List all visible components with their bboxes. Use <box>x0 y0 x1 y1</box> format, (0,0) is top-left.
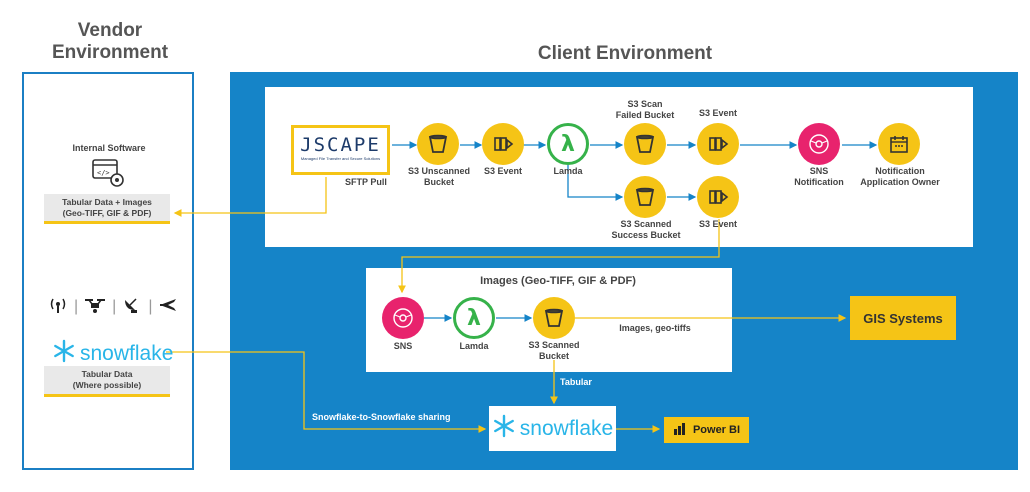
antenna-icon <box>48 296 68 319</box>
tabular-images-box: Tabular Data + Images (Geo-TIFF, GIF & P… <box>44 194 170 224</box>
scanned-success-line2: Success Bucket <box>611 230 681 240</box>
gis-systems-box: GIS Systems <box>850 296 956 340</box>
vendor-source-icons: | | | <box>48 296 177 319</box>
sftp-pull-label: SFTP Pull <box>345 177 387 187</box>
lamda-mid-label: Lamda <box>459 341 489 351</box>
lamda-icon: λ <box>547 123 589 165</box>
s3-scanned-line2: Bucket <box>538 351 569 361</box>
jscape-text: JSCAPE <box>300 134 381 156</box>
client-title-text: Client Environment <box>537 43 713 64</box>
software-icon: </> <box>91 158 125 188</box>
gis-systems-label: GIS Systems <box>863 310 943 326</box>
images-panel-title: Images (Geo-TIFF, GIF & PDF) <box>480 275 636 287</box>
client-snowflake-text: snowflake <box>519 416 614 440</box>
client-snowflake-logo: snowflake <box>492 414 613 444</box>
arrow-jscape-vendor <box>173 177 327 217</box>
scan-failed-line1: S3 Scan <box>627 99 663 109</box>
svg-text:</>: </> <box>97 169 110 177</box>
sns-mid-icon <box>382 297 424 339</box>
s3-failed-bucket-icon <box>624 123 666 165</box>
scan-failed-label: S3 Scan Failed Bucket <box>606 99 684 121</box>
client-snowflake-icon <box>492 414 516 444</box>
scanned-success-line1: S3 Scanned <box>620 219 672 229</box>
vendor-environment <box>22 72 194 470</box>
power-bi-label: Power BI <box>692 424 741 436</box>
sns-notification-icon <box>798 123 840 165</box>
s3-event-icon <box>482 123 524 165</box>
arrow-lamda-success <box>567 165 624 201</box>
s3-unscanned-label: S3 Unscanned Bucket <box>400 166 478 188</box>
jscape-logo: JSCAPE Managed File Transfer and Secure … <box>291 125 390 175</box>
s3-event-bottom-label: S3 Event <box>698 219 738 229</box>
satellite-dish-icon <box>122 296 142 319</box>
s3-scanned-line1: S3 Scanned <box>528 340 580 350</box>
arrow-vendor-snowflake <box>166 351 487 433</box>
s3-unscanned-line1: S3 Unscanned <box>407 166 471 176</box>
s3-event-bottom-icon <box>697 176 739 218</box>
lambda-symbol: λ <box>561 131 575 157</box>
s3-event-top-icon <box>697 123 739 165</box>
lamda-mid-icon: λ <box>453 297 495 339</box>
scanned-success-label: S3 Scanned Success Bucket <box>600 219 692 241</box>
sharing-label: Snowflake-to-Snowflake sharing <box>312 412 451 422</box>
vendor-title-text: Vendor Environment <box>51 20 169 63</box>
internal-software-label: Internal Software <box>72 143 146 153</box>
notification-calendar-icon <box>878 123 920 165</box>
s3-unscanned-bucket-icon <box>417 123 459 165</box>
s3-scanned-label: S3 Scanned Bucket <box>515 340 593 362</box>
sns-line1: SNS <box>809 166 829 176</box>
arrow-event-sns-mid <box>398 219 720 294</box>
geo-tiffs-label: Images, geo-tiffs <box>619 323 691 333</box>
s3-event-label: S3 Event <box>483 166 523 176</box>
notif-line2: Application Owner <box>860 177 940 187</box>
notification-owner-label: Notification Application Owner <box>852 166 948 188</box>
tabular-where-possible-box: Tabular Data (Where possible) <box>44 366 170 397</box>
scan-failed-line2: Failed Bucket <box>615 110 675 120</box>
drone-icon <box>84 296 106 319</box>
tabular-images-line2: (Geo-TIFF, GIF & PDF) <box>62 207 152 218</box>
s3-success-bucket-icon <box>624 176 666 218</box>
client-title: Client Environment <box>505 43 745 65</box>
power-bi-box: Power BI <box>664 417 749 443</box>
vendor-snowflake-text: snowflake <box>80 342 174 365</box>
tabular-images-line1: Tabular Data + Images <box>62 196 152 207</box>
notif-line1: Notification <box>875 166 925 176</box>
tabular-line1: Tabular Data <box>81 369 133 379</box>
s3-scanned-bucket-icon <box>533 297 575 339</box>
lamda-label: Lamda <box>553 166 583 176</box>
power-bi-icon <box>673 422 687 439</box>
sns-line2: Notification <box>794 177 844 187</box>
tabular-label: Tabular <box>560 377 592 387</box>
sns-mid-label: SNS <box>393 341 413 351</box>
client-snowflake-box: snowflake <box>489 406 616 451</box>
s3-event-top-label: S3 Event <box>698 108 738 118</box>
s3-unscanned-line2: Bucket <box>423 177 454 187</box>
vendor-title: Vendor Environment <box>40 20 180 64</box>
tabular-line2: (Where possible) <box>72 380 142 390</box>
sns-notification-label: SNS Notification <box>782 166 856 188</box>
lambda-mid-symbol: λ <box>467 305 481 331</box>
airplane-icon <box>158 296 178 319</box>
vendor-snowflake-logo: snowflake <box>52 339 173 369</box>
jscape-subtext: Managed File Transfer and Secure Solutio… <box>300 156 381 161</box>
snowflake-icon <box>52 339 76 369</box>
